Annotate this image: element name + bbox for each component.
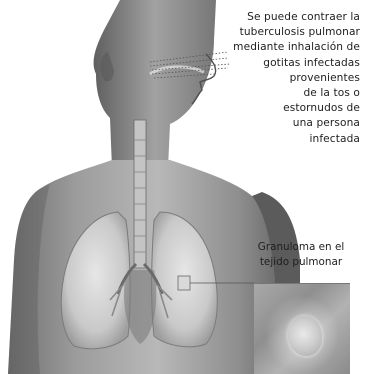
granuloma-caption-line-2: tejido pulmonar: [236, 255, 366, 270]
caption-line-6: de la tos o: [210, 86, 360, 101]
caption-line-5: provenientes: [210, 71, 360, 86]
caption-line-4: gotitas infectadas: [210, 56, 360, 71]
head-shape: [94, 0, 216, 168]
granuloma-caption-line-1: Granuloma en el: [236, 240, 366, 255]
caption-line-8: una persona: [210, 116, 360, 131]
caption-line-7: estornudos de: [210, 101, 360, 116]
granuloma-caption: Granuloma en el tejido pulmonar: [236, 240, 366, 270]
caption-line-2: tuberculosis pulmonar: [210, 25, 360, 40]
tb-transmission-caption: Se puede contraer la tuberculosis pulmon…: [210, 10, 360, 147]
granuloma-nodule: [288, 316, 322, 356]
granuloma-inset-image: [254, 283, 350, 374]
caption-line-3: mediante inhalación de: [210, 40, 360, 55]
caption-line-9: infectada: [210, 132, 360, 147]
lesion-marker: [178, 276, 190, 290]
caption-line-1: Se puede contraer la: [210, 10, 360, 25]
trachea: [134, 120, 146, 268]
